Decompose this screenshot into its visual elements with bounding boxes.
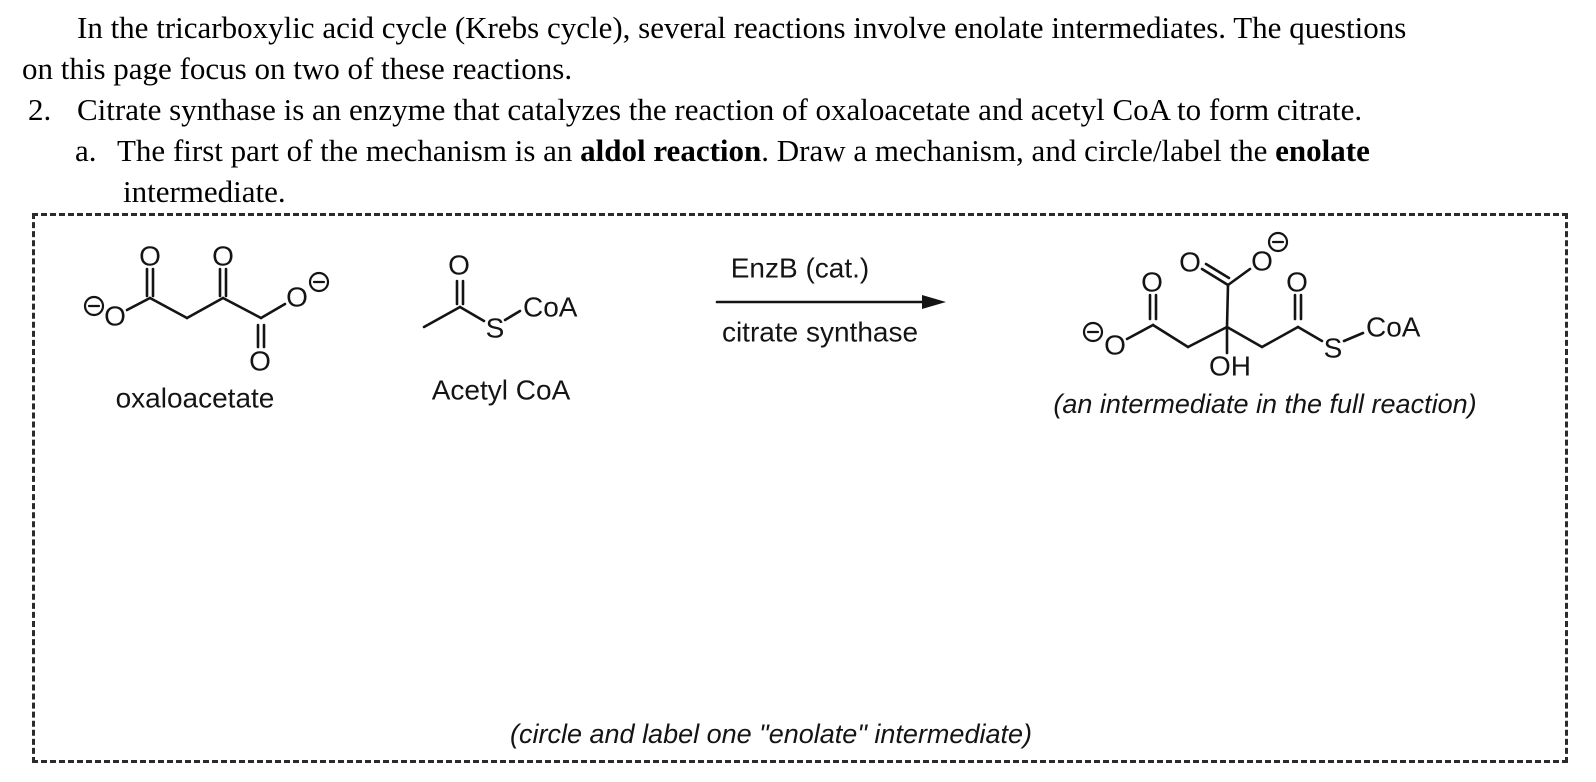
product-O-carbonyl-top: O [1179, 247, 1201, 278]
oxaloacetate-O-carboxylate-right: O [286, 282, 308, 313]
product-CoA: CoA [1366, 312, 1421, 343]
product-OH: OH [1209, 351, 1251, 382]
arrow-head-icon [922, 295, 946, 309]
minus-charge-icon [1082, 321, 1104, 343]
product-structure: O O O O OH O S CoA (an intermediate in t… [1053, 231, 1477, 419]
reaction-arrow: EnzB (cat.) citrate synthase [715, 253, 946, 348]
question2a-bold-aldol: aldol reaction [580, 133, 762, 168]
oxaloacetate-bonds [125, 267, 287, 349]
minus-charge-icon [83, 295, 105, 317]
acetyl-coa-structure: O S CoA Acetyl CoA [422, 250, 578, 406]
minus-charge-icon [1267, 231, 1289, 253]
intro-text-line1: In the tricarboxylic acid cycle (Krebs c… [77, 10, 1407, 45]
question2a-bold-enolate: enolate [1275, 133, 1370, 168]
question2-text: Citrate synthase is an enzyme that catal… [77, 92, 1363, 127]
question2a-part2: . Draw a mechanism, and circle/label the [761, 133, 1276, 168]
answer-box[interactable] [32, 213, 1568, 763]
question2a-letter: a. [75, 133, 97, 168]
product-caption: (an intermediate in the full reaction) [1053, 389, 1476, 419]
intro-text-line2: on this page focus on two of these react… [22, 51, 573, 86]
product-O-carboxylate-top: O [1251, 246, 1273, 277]
product-O-thioester: O [1286, 267, 1308, 298]
product-bonds [1125, 262, 1365, 355]
box-instruction: (circle and label one "enolate" intermed… [510, 719, 1032, 749]
question2a-text: The first part of the mechanism is an al… [117, 133, 1370, 169]
acetylcoa-O-carbonyl: O [448, 250, 470, 281]
oxaloacetate-label: oxaloacetate [116, 383, 275, 414]
oxaloacetate-O-ketone: O [212, 241, 234, 272]
oxaloacetate-O-carboxylate-left: O [104, 301, 126, 332]
product-S: S [1324, 333, 1343, 364]
product-O-carboxylate-left: O [1104, 330, 1126, 361]
acetylcoa-S: S [486, 313, 505, 344]
acetylcoa-CoA: CoA [523, 292, 578, 323]
oxaloacetate-O-carbonyl-left: O [139, 241, 161, 272]
question2a-text-line2: intermediate. [123, 174, 286, 209]
acetyl-coa-bonds [422, 279, 522, 329]
question2-number: 2. [28, 92, 52, 127]
arrow-top-label: EnzB (cat.) [731, 253, 869, 284]
oxaloacetate-O-carbonyl-right: O [249, 346, 271, 377]
question2a-part1: The first part of the mechanism is an [117, 133, 581, 168]
acetyl-coa-label: Acetyl CoA [432, 375, 571, 406]
oxaloacetate-structure: O O O O O oxaloacetate [83, 241, 330, 414]
arrow-bottom-label: citrate synthase [722, 317, 918, 348]
minus-charge-icon [308, 271, 330, 293]
product-O-carbonyl-left: O [1141, 267, 1163, 298]
